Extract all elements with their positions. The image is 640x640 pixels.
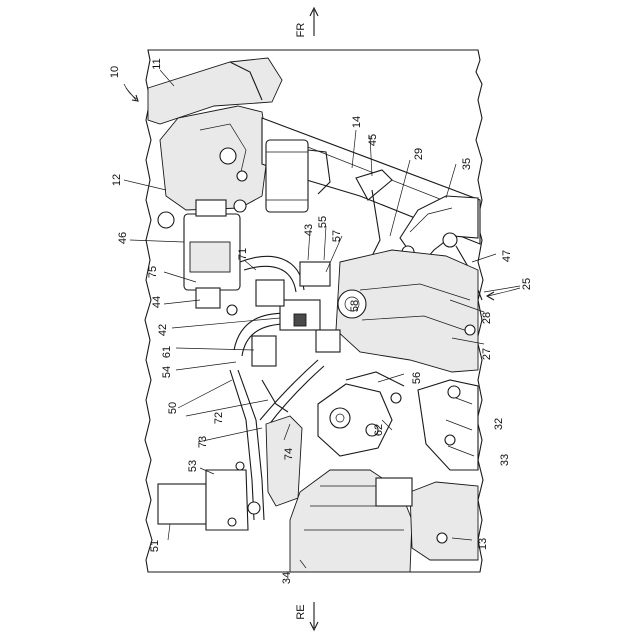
label-42: 42 (157, 324, 169, 336)
frame-member-12 (160, 106, 268, 210)
label-34: 34 (281, 572, 293, 584)
label-56: 56 (411, 372, 423, 384)
label-28: 28 (481, 312, 493, 324)
canister (266, 140, 308, 212)
label-75: 75 (147, 266, 159, 278)
direction-rear-label: RE (295, 604, 307, 619)
label-73: 73 (197, 436, 209, 448)
label-10: 10 (109, 66, 121, 78)
label-11: 11 (151, 58, 163, 69)
label-32: 32 (493, 418, 505, 430)
direction-front-indicator: FR (295, 8, 318, 37)
label-29: 29 (413, 148, 425, 160)
label-61: 61 (161, 346, 173, 358)
label-33: 33 (499, 454, 511, 466)
hose-72 (260, 360, 318, 420)
actuator-51 (158, 484, 206, 524)
label-71: 71 (237, 248, 249, 260)
label-53: 53 (187, 460, 199, 472)
label-45: 45 (367, 134, 379, 146)
label-43: 43 (303, 224, 315, 236)
label-46: 46 (117, 232, 129, 244)
label-35: 35 (461, 158, 473, 170)
engine-assembly-illustration (148, 58, 482, 572)
label-58: 58 (349, 300, 361, 312)
label-44: 44 (151, 296, 163, 308)
label-14: 14 (351, 116, 363, 128)
direction-rear-indicator: RE (295, 602, 318, 630)
component-62 (318, 384, 392, 456)
label-74: 74 (283, 448, 295, 460)
label-54: 54 (161, 366, 173, 378)
label-62: 62 (373, 424, 385, 436)
direction-front-label: FR (295, 23, 307, 38)
label-12: 12 (111, 174, 123, 186)
label-27: 27 (481, 348, 493, 360)
label-51: 51 (149, 540, 161, 552)
label-72: 72 (213, 412, 225, 424)
label-25: 25 (521, 278, 533, 290)
label-47: 47 (501, 250, 513, 262)
label-13: 13 (477, 538, 489, 550)
frame-member-13 (410, 482, 478, 560)
label-50: 50 (167, 402, 179, 414)
label-57: 57 (331, 230, 343, 242)
label-55: 55 (317, 216, 329, 228)
